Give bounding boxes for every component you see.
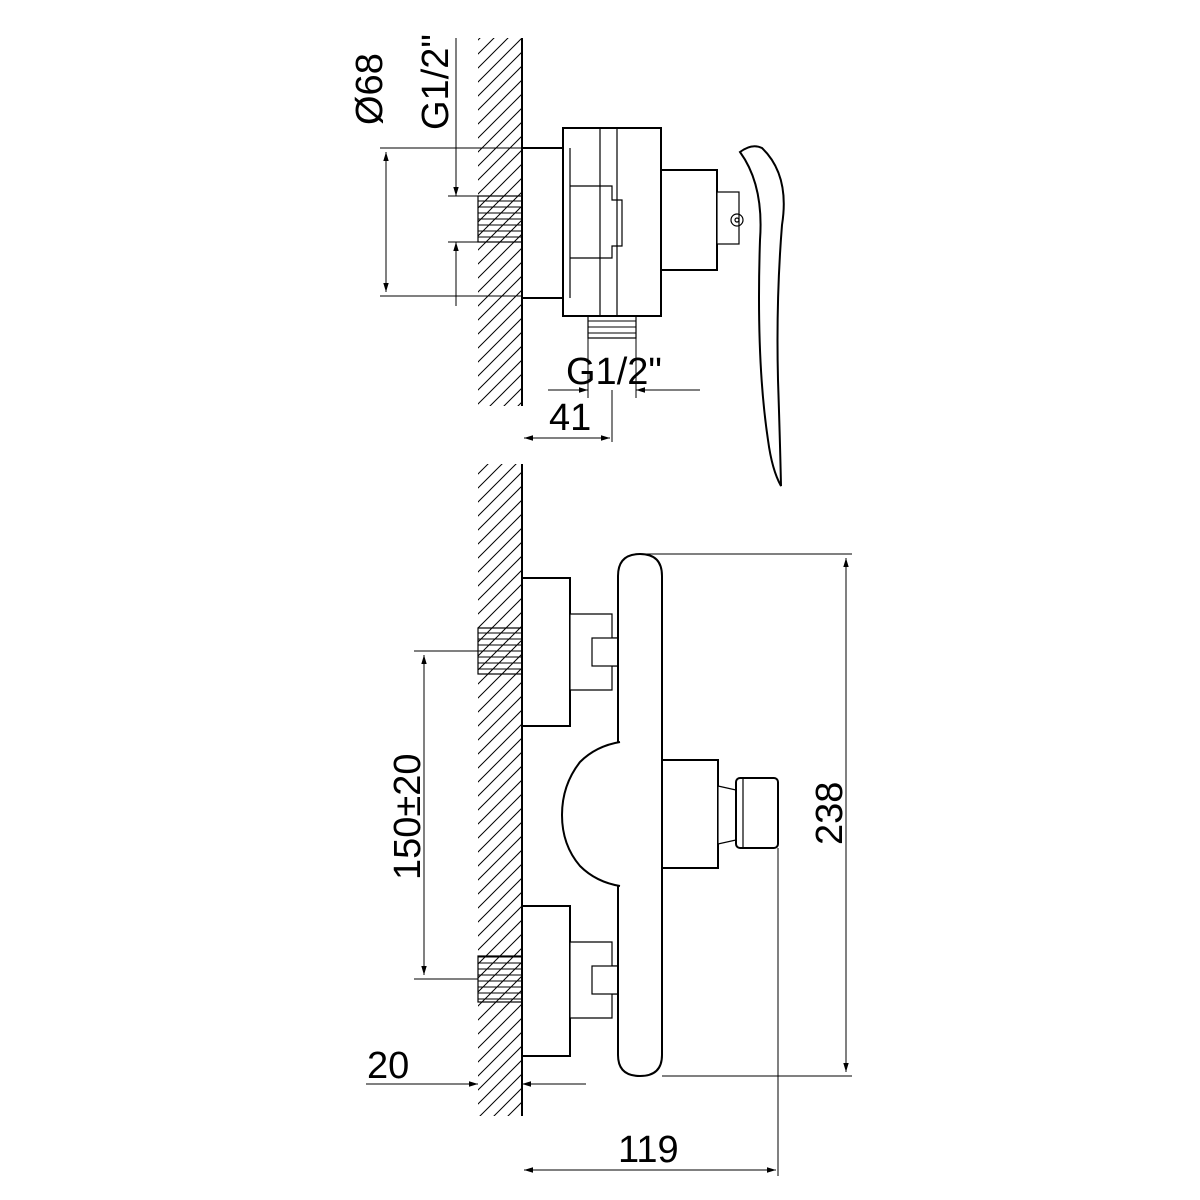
mixer-body-top [562,127,662,317]
upper-escutcheon [521,577,571,727]
lower-escutcheon [521,905,571,1057]
dim-inlet-thread-label: G1/2" [415,34,457,130]
inlet-thread-top [478,196,522,242]
dim-inlet-spacing-label: 150±20 [387,753,429,880]
wall-section-bottom [478,464,522,1116]
lever-handle-front [735,777,779,849]
lower-inlet-thread [478,956,522,1002]
dim-projection-label: 119 [618,1129,679,1171]
side-view: Ø68 G1/2" G1/2" 41 [349,34,785,487]
cartridge-housing-front [661,759,719,869]
mixer-body-front [617,552,663,1078]
dim-outlet-offset-label: 41 [549,397,591,439]
dim-diameter-label: Ø68 [349,53,391,125]
front-view: 150±20 238 20 119 [366,464,852,1176]
dim-wall-offset-label: 20 [367,1045,409,1087]
dim-height-label: 238 [809,782,851,845]
upper-inlet-thread [478,628,522,674]
cartridge-housing-top [660,169,718,271]
outlet-thread [588,316,636,338]
dim-outlet-thread-label: G1/2" [566,351,662,393]
lever-handle-side [738,145,785,487]
